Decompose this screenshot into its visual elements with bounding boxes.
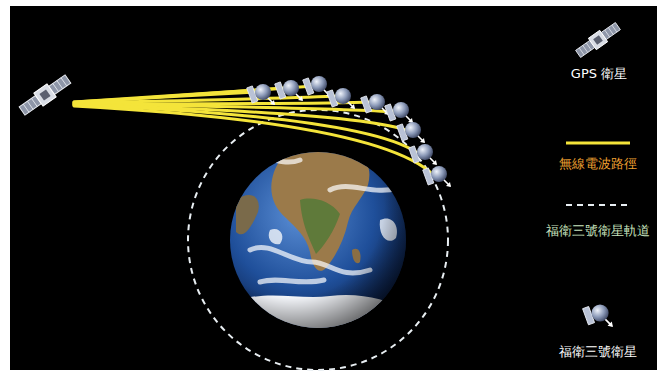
- orbit-circle: [188, 110, 448, 370]
- formosat-satellites: [247, 76, 451, 187]
- legend-formosat-icon: [583, 304, 613, 327]
- legend-label: 無線電波路徑: [559, 156, 637, 172]
- legend-gps-icon: [574, 20, 622, 59]
- formosat-satellite: [409, 144, 437, 165]
- earth: [230, 142, 406, 340]
- dark-panel: [10, 6, 657, 370]
- formosat-satellite: [303, 76, 331, 97]
- gps-satellite: [17, 72, 72, 117]
- formosat-satellite: [423, 166, 451, 187]
- formosat-satellite: [361, 94, 389, 115]
- legend-label: 福衛三號衛星: [559, 344, 637, 360]
- formosat-satellite: [327, 88, 355, 109]
- legend-orbit-line: [566, 204, 630, 206]
- formosat-satellite: [275, 80, 303, 101]
- legend-label: 福衛三號衛星軌道: [546, 223, 650, 239]
- legend-label: GPS 衛星: [571, 66, 627, 82]
- legend-wave-line: [566, 142, 630, 145]
- formosat-satellite: [385, 102, 413, 123]
- formosat-satellite: [247, 84, 275, 105]
- formosat-satellite: [397, 122, 425, 143]
